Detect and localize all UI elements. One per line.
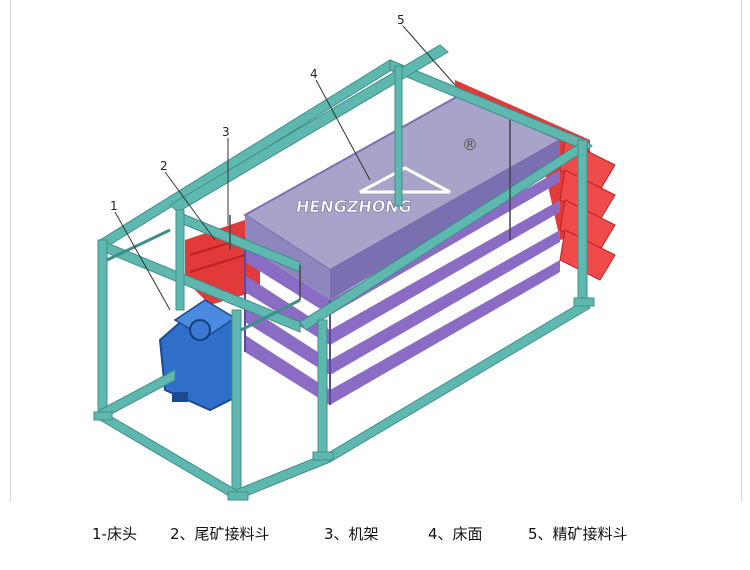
callout-5: 5 bbox=[397, 13, 405, 27]
legend-item-head: 1-床头 bbox=[92, 525, 137, 543]
callout-leaders bbox=[114, 25, 456, 311]
legend-item-concentrate-hopper: 5、精矿接料斗 bbox=[528, 525, 628, 543]
brand-text: HENGZHONG bbox=[295, 197, 414, 216]
callout-4: 4 bbox=[310, 67, 318, 81]
machine-frame bbox=[93, 44, 595, 501]
callout-2: 2 bbox=[160, 159, 168, 173]
head-motion bbox=[158, 299, 241, 412]
registered-mark: ® bbox=[462, 135, 478, 154]
legend-item-deck: 4、床面 bbox=[428, 525, 483, 543]
legend-item-tailings-hopper: 2、尾矿接料斗 bbox=[170, 525, 270, 543]
callout-3: 3 bbox=[222, 125, 230, 139]
legend-item-frame: 3、机架 bbox=[324, 525, 379, 543]
suspension-links bbox=[229, 120, 511, 300]
brand-watermark: HENGZHONG ® bbox=[294, 135, 478, 216]
shaking-table-diagram: HENGZHONG ® bbox=[93, 13, 616, 501]
callout-1: 1 bbox=[110, 199, 118, 213]
figure-frame bbox=[10, 0, 742, 502]
legend: 1-床头 2、尾矿接料斗 3、机架 4、床面 5、精矿接料斗 bbox=[92, 523, 692, 547]
